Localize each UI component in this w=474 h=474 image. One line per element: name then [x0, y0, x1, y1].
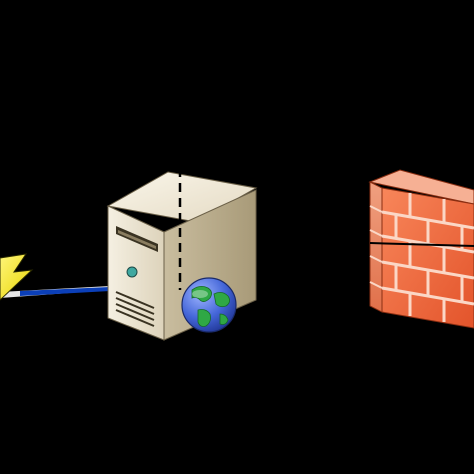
globe-icon — [181, 277, 237, 333]
lightning-bolt-icon — [0, 253, 34, 301]
connection-firewall-out — [369, 242, 474, 247]
brick-firewall-icon — [368, 169, 474, 329]
connection-lightning-server — [0, 286, 110, 298]
